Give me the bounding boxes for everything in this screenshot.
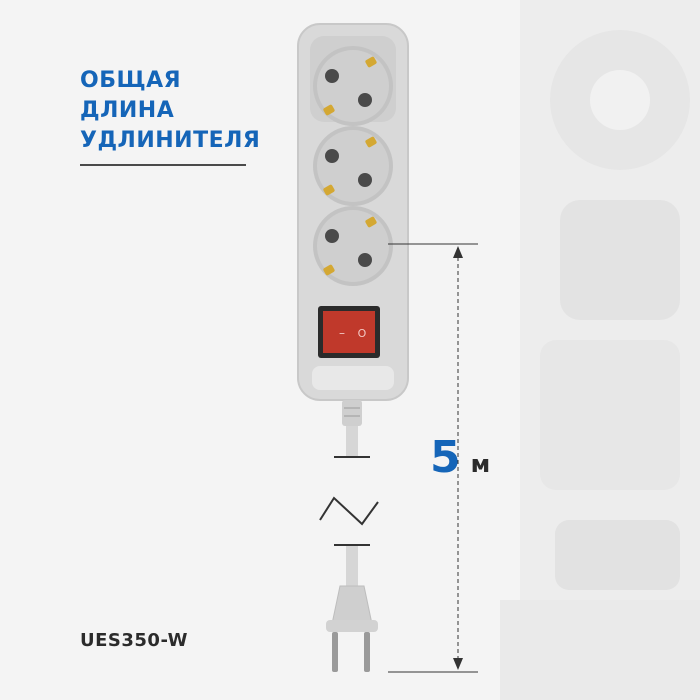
- length-unit: м: [470, 450, 491, 478]
- switch-on-symbol: O: [358, 327, 367, 340]
- power-strip: – O: [297, 23, 409, 401]
- cable-break-icon: [319, 496, 379, 526]
- socket-3: [313, 206, 393, 286]
- brand-watermark: [500, 0, 700, 700]
- cable: [319, 400, 379, 586]
- model-code: UES350-W: [80, 630, 188, 651]
- headline-line-2: ДЛИНА: [80, 98, 175, 123]
- power-switch: – O: [318, 306, 380, 358]
- headline-line-3: УДЛИНИТЕЛЯ: [80, 128, 261, 153]
- socket-1: [313, 46, 393, 126]
- headline-line-1: ОБЩАЯ: [80, 68, 182, 93]
- switch-off-symbol: –: [339, 326, 345, 340]
- length-dimension-line: [388, 243, 478, 673]
- headline-underline: [80, 164, 246, 166]
- length-value: 5: [430, 432, 461, 483]
- arrow-down-icon: [453, 658, 463, 670]
- length-label: 5 м: [430, 436, 490, 480]
- arrow-up-icon: [453, 246, 463, 258]
- headline: ОБЩАЯ ДЛИНА УДЛИНИТЕЛЯ: [80, 66, 260, 156]
- socket-2: [313, 126, 393, 206]
- plug: [326, 585, 378, 672]
